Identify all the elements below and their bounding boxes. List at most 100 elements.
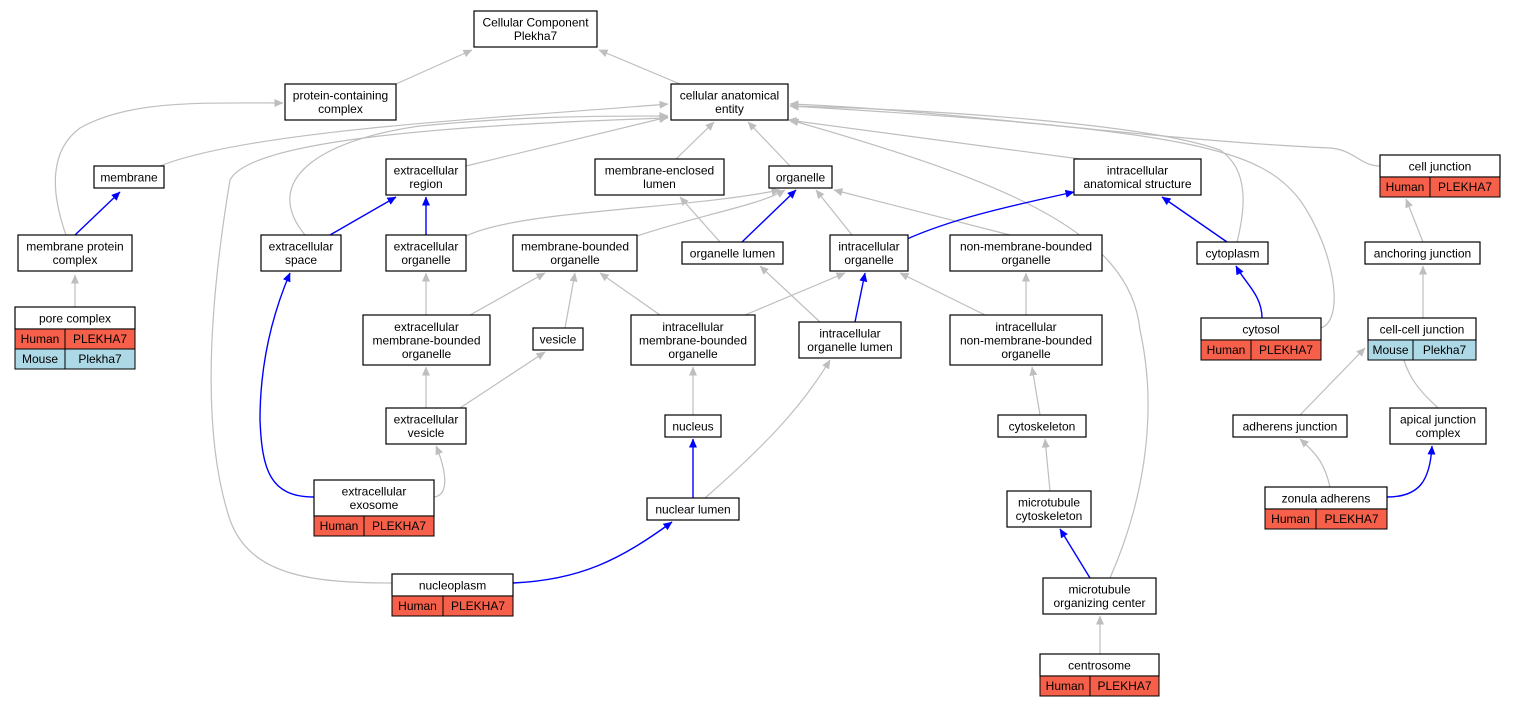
species-label: Mouse [1372, 343, 1408, 357]
node-box [630, 314, 756, 366]
node-label: nucleoplasm [419, 578, 486, 592]
node-intracellular-non-membrane-bounded-organelle: intracellularnon-membrane-boundedorganel… [949, 314, 1103, 366]
edge-membrane-protein-complex-to-membrane [74, 191, 121, 236]
edge-zonula-adherens-to-apical-junction-complex [1386, 445, 1436, 498]
species-label: Human [1046, 679, 1085, 693]
edge-membrane-protein-complex-to-protein-containing-complex [54, 98, 284, 236]
node-label: organizing center [1053, 596, 1145, 610]
edge-nucleoplasm-to-nuclear-lumen [512, 521, 673, 584]
gene-cell [442, 595, 514, 617]
node-label: cell-cell junction [1380, 322, 1465, 336]
node-label: organelle lumen [690, 246, 775, 260]
species-label: Human [1207, 343, 1246, 357]
node-label: zonula adherens [1282, 491, 1371, 505]
gene-cell [1412, 339, 1477, 361]
node-label: anatomical structure [1083, 177, 1191, 191]
edge-nuclear-lumen-to-intracellular-organelle-lumen [704, 359, 831, 499]
edge-intracellular-organelle-to-organelle [815, 189, 853, 236]
node-box [949, 234, 1103, 272]
gene-cell [1315, 508, 1388, 530]
gene-label: PLEKHA7 [1097, 679, 1151, 693]
species-label: Human [320, 519, 359, 533]
node-box [829, 234, 909, 272]
edge-microtubule-organizing-center-to-cellular-anatomical-entity [789, 118, 1149, 579]
node-box [17, 234, 133, 272]
node-label: intracellular [819, 327, 880, 341]
node-box [260, 234, 342, 272]
species-label: Human [1386, 180, 1425, 194]
node-label: organelle [668, 347, 718, 361]
node-label: organelle lumen [807, 340, 892, 354]
gene-cell [1089, 675, 1160, 697]
node-box [997, 414, 1087, 438]
edge-organelle-lumen-to-organelle [741, 189, 797, 243]
node-label: membrane-bounded [372, 333, 480, 347]
node-label: cytoskeleton [1009, 419, 1076, 433]
node-layer: Cellular ComponentPlekha7protein-contain… [14, 10, 1501, 697]
node-box [1073, 158, 1202, 196]
gene-cell [1429, 176, 1501, 198]
node-label: cell junction [1409, 159, 1472, 173]
node-box [1006, 490, 1092, 528]
edge-intracellular-membrane-bounded-organelle-to-intracellular-organelle [744, 272, 846, 316]
edge-adherens-junction-to-cell-cell-junction [1299, 347, 1366, 416]
node-box [362, 314, 491, 366]
node-label: membrane [100, 170, 158, 184]
gene-label: PLEKHA7 [1324, 512, 1378, 526]
edge-intracellular-organelle-to-intracellular-anatomical-structure [906, 189, 1075, 240]
gene-label: PLEKHA7 [1259, 343, 1313, 357]
node-label: complex [318, 102, 363, 116]
node-membrane: membrane [93, 165, 165, 189]
node-box [385, 234, 467, 272]
node-label: lumen [643, 177, 676, 191]
node-label: membrane-enclosed [605, 164, 714, 178]
node-box [1364, 241, 1481, 265]
node-label: entity [715, 102, 744, 116]
species-label: Human [21, 332, 60, 346]
node-box [93, 165, 165, 189]
node-label: cellular anatomical [680, 89, 779, 103]
node-box [949, 314, 1103, 366]
node-box [1389, 407, 1487, 445]
edge-membrane-to-cellular-anatomical-entity [159, 100, 669, 167]
node-label: apical junction [1400, 413, 1476, 427]
node-label: intracellular [662, 320, 723, 334]
node-label: microtubule [1068, 583, 1130, 597]
edge-extracellular-space-to-cellular-anatomical-entity [289, 112, 669, 236]
edge-anchoring-junction-to-cell-junction [1405, 198, 1424, 243]
node-label: cytosol [1242, 322, 1279, 336]
node-label: space [285, 253, 317, 267]
node-label: extracellular [342, 485, 407, 499]
node-label: cytoplasm [1205, 246, 1259, 260]
node-label: extracellular [269, 240, 334, 254]
node-box [385, 407, 467, 445]
node-label: extracellular [394, 413, 459, 427]
edge-protein-containing-complex-to-root [395, 49, 473, 85]
node-label: intracellular [1107, 164, 1168, 178]
edge-layer [54, 49, 1439, 654]
node-box [512, 234, 638, 272]
node-label: Plekha7 [514, 29, 558, 43]
node-label: membrane-bounded [639, 333, 747, 347]
edge-organelle-lumen-to-membrane-enclosed-lumen [679, 196, 721, 243]
node-label: centrosome [1068, 658, 1131, 672]
